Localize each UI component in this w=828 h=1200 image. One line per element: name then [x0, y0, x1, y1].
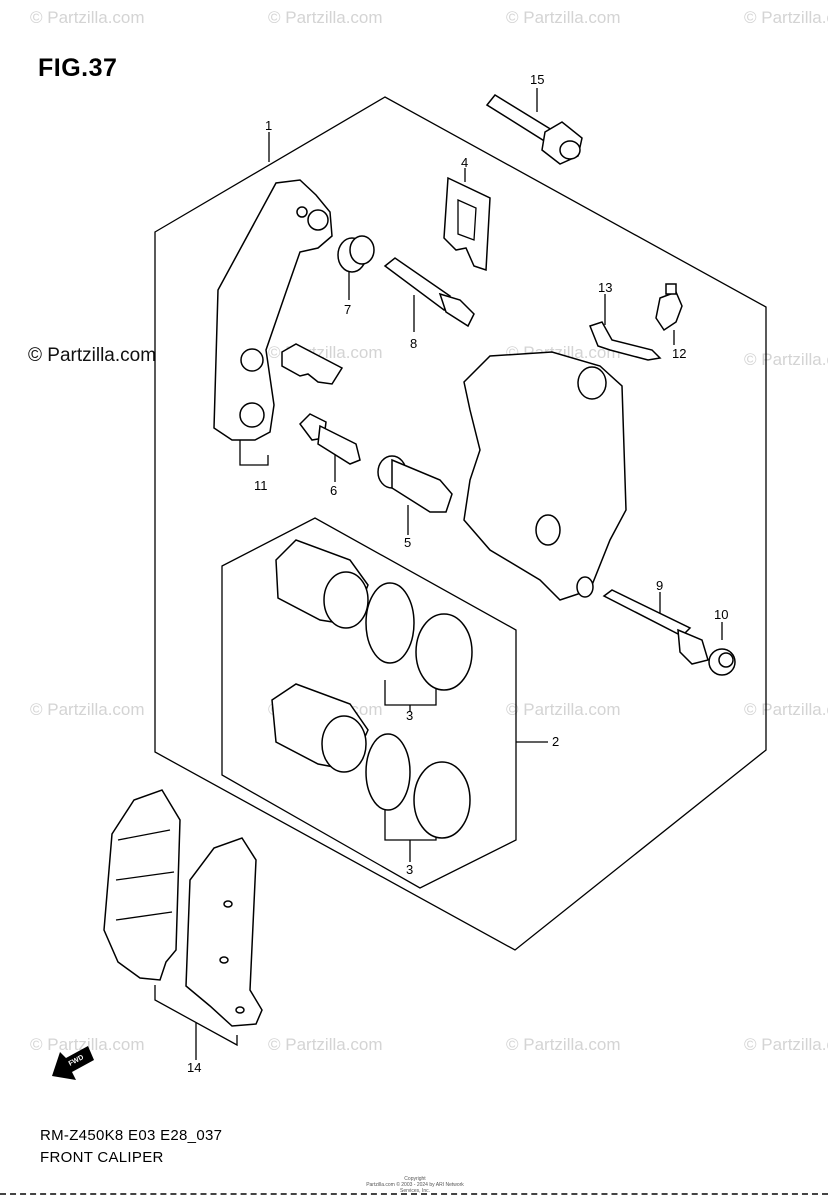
callout-3: 3 — [406, 708, 414, 723]
dust-seal — [415, 613, 473, 691]
callout-2: 2 — [552, 734, 560, 749]
callout-9: 9 — [656, 578, 664, 593]
watermark: © Partzilla.com — [506, 700, 621, 719]
bracket-hole — [307, 209, 329, 231]
piston-seal — [365, 582, 415, 664]
bleeder-valve — [655, 283, 683, 332]
pad-retainer — [589, 321, 662, 361]
watermark: © Partzilla.com — [30, 700, 145, 719]
piston-group-outline — [221, 517, 517, 889]
brake-pad — [185, 837, 263, 1027]
dust-seal — [413, 761, 471, 839]
brake-pad — [103, 789, 181, 981]
boot — [337, 235, 375, 273]
caliper-bracket — [213, 179, 333, 441]
diagram-caption: FRONT CALIPER — [40, 1149, 164, 1166]
watermark: © Partzilla.com — [506, 1035, 621, 1054]
callout-7: 7 — [344, 302, 352, 317]
callout-15: 15 — [530, 72, 545, 87]
callout-4: 4 — [461, 155, 469, 170]
watermark: © Partzilla.com — [30, 8, 145, 27]
bleeder-cap — [708, 648, 736, 676]
watermark: © Partzilla.com — [744, 8, 828, 27]
leader-lines — [154, 88, 723, 1060]
caliper-assembly-outline — [154, 96, 767, 951]
pad-spring — [443, 176, 491, 272]
watermark-dark: © Partzilla.com — [28, 345, 157, 366]
callout-3: 3 — [406, 862, 414, 877]
bracket-hole — [239, 402, 265, 428]
caliper-body — [463, 351, 627, 601]
fwd-arrow-icon: FWD — [52, 1046, 94, 1080]
callout-1: 1 — [265, 118, 273, 133]
piston-lower — [271, 683, 369, 773]
piston-upper — [275, 539, 369, 629]
callout-8: 8 — [410, 336, 418, 351]
caliper-bolt — [602, 589, 709, 665]
figure-label: FIG.37 — [38, 54, 118, 82]
model-code: RM-Z450K8 E03 E28_037 — [40, 1127, 223, 1144]
watermark: © Partzilla.com — [268, 1035, 383, 1054]
slide-pin-upper — [383, 257, 475, 328]
watermark: © Partzilla.com — [744, 700, 828, 719]
watermark: © Partzilla.com — [744, 350, 828, 369]
slide-pin-lower — [377, 455, 453, 513]
callout-11: 11 — [254, 478, 268, 493]
piston-seal — [365, 733, 411, 811]
callout-13: 13 — [598, 280, 613, 295]
watermark: © Partzilla.com — [30, 1035, 145, 1054]
pad-guide — [281, 343, 344, 385]
bracket-hole — [296, 206, 308, 218]
callout-12: 12 — [672, 346, 687, 361]
watermark: © Partzilla.com — [506, 8, 621, 27]
bracket-hole — [240, 348, 264, 372]
callout-6: 6 — [330, 483, 338, 498]
watermark: © Partzilla.com — [744, 1035, 828, 1054]
copyright-line: Partzilla.com © 2003 - 2024 by ARI Netwo… — [366, 1182, 464, 1194]
caliper-mounting-bolt — [485, 94, 583, 165]
callout-5: 5 — [404, 535, 412, 550]
watermark: © Partzilla.com — [268, 8, 383, 27]
copyright-notice: Copyright Partzilla.com © 2003 - 2024 by… — [360, 1176, 470, 1194]
bracket-pin — [299, 413, 361, 465]
footer-divider — [0, 1193, 828, 1195]
callout-14: 14 — [187, 1060, 202, 1075]
callout-10: 10 — [714, 607, 729, 622]
copyright-line: Copyright — [404, 1176, 426, 1182]
